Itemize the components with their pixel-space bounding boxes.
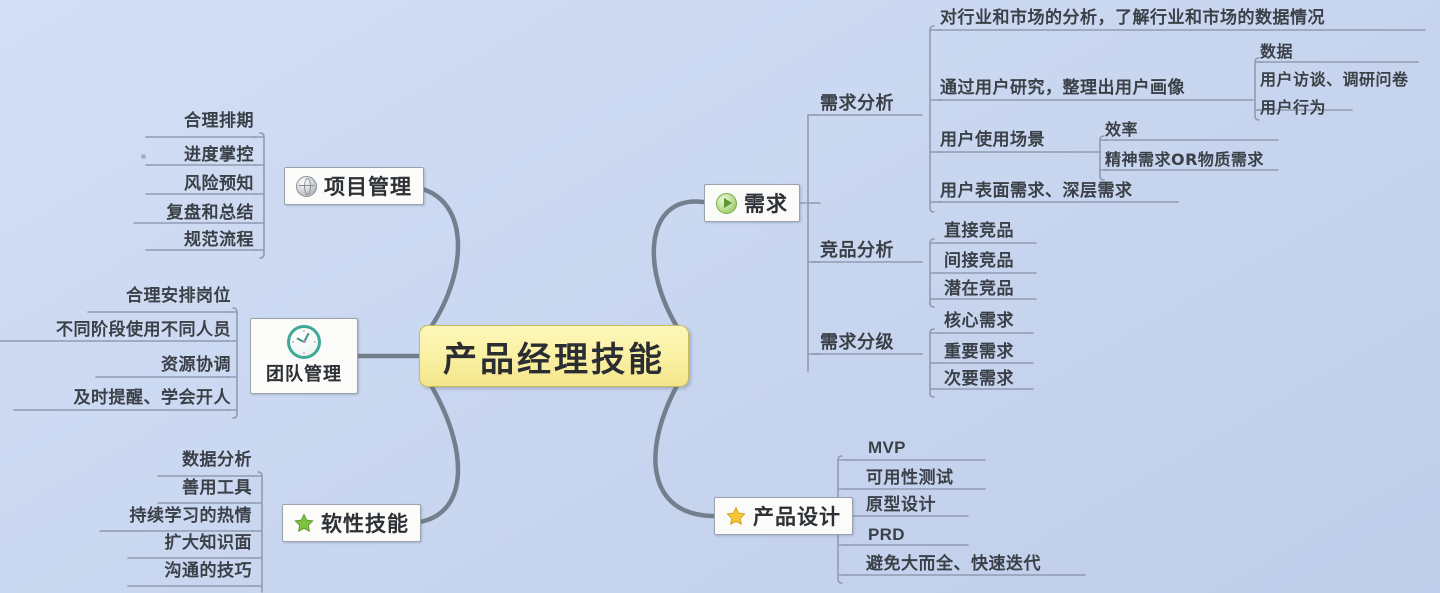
leaf-item[interactable]: 合理排期 (184, 111, 254, 131)
leaf-item[interactable]: 扩大知识面 (164, 533, 252, 553)
leaf-item[interactable]: 沟通的技巧 (164, 561, 252, 581)
leaf-item[interactable]: 效率 (1105, 120, 1139, 139)
leaf-item[interactable]: 用户访谈、调研问卷 (1260, 70, 1409, 89)
clock-icon (287, 324, 321, 359)
central-node-label: 产品经理技能 (443, 339, 665, 380)
leaf-item[interactable]: 核心需求 (944, 311, 1014, 331)
group-label-competitor-analysis[interactable]: 竞品分析 (820, 240, 894, 261)
branch-label-team-management: 团队管理 (266, 363, 342, 385)
leaf-item[interactable]: 通过用户研究，整理出用户画像 (940, 78, 1185, 98)
branch-node-requirements[interactable]: 需求 (704, 184, 800, 222)
leaf-item[interactable]: 间接竞品 (944, 251, 1014, 271)
leaf-item[interactable]: 避免大而全、快速迭代 (866, 554, 1041, 574)
branch-label-requirements: 需求 (744, 192, 788, 216)
leaf-item[interactable]: 次要需求 (944, 369, 1014, 389)
leaf-item[interactable]: 资源协调 (161, 355, 231, 375)
green-play-icon (716, 192, 737, 214)
branch-node-team-management[interactable]: 团队管理 (250, 318, 358, 394)
leaf-item[interactable]: 原型设计 (866, 495, 936, 515)
leaf-item[interactable]: 精神需求OR物质需求 (1105, 150, 1264, 169)
leaf-item[interactable]: 用户使用场景 (940, 130, 1045, 150)
branch-label-soft-skills: 软性技能 (321, 512, 409, 536)
leaf-item[interactable]: 合理安排岗位 (126, 286, 231, 306)
branch-node-product-design[interactable]: 产品设计 (714, 497, 853, 535)
leaf-item[interactable]: MVP (868, 438, 906, 457)
leaf-item[interactable]: 直接竞品 (944, 221, 1014, 241)
bullet-dot-icon (141, 154, 146, 159)
leaf-item[interactable]: 不同阶段使用不同人员 (56, 320, 231, 340)
leaf-item[interactable]: 对行业和市场的分析，了解行业和市场的数据情况 (940, 8, 1325, 28)
leaf-item[interactable]: 用户表面需求、深层需求 (940, 181, 1133, 201)
leaf-item[interactable]: 进度掌控 (184, 145, 254, 165)
branch-label-product-design: 产品设计 (753, 505, 841, 529)
green-star-icon (294, 513, 314, 533)
central-node[interactable]: 产品经理技能 (419, 325, 689, 387)
globe-icon (296, 175, 317, 197)
leaf-item[interactable]: 可用性测试 (866, 468, 954, 488)
leaf-item[interactable]: 重要需求 (944, 342, 1014, 362)
branch-label-project-management: 项目管理 (324, 175, 412, 199)
group-label-demand-analysis[interactable]: 需求分析 (820, 93, 894, 114)
leaf-item[interactable]: 用户行为 (1260, 98, 1327, 117)
leaf-item[interactable]: 复盘和总结 (166, 203, 254, 223)
leaf-item[interactable]: 风险预知 (184, 174, 254, 194)
branch-node-soft-skills[interactable]: 软性技能 (282, 504, 421, 542)
leaf-item[interactable]: 潜在竞品 (944, 279, 1014, 299)
branch-node-project-management[interactable]: 项目管理 (284, 167, 424, 205)
leaf-item[interactable]: 数据 (1260, 42, 1294, 61)
group-label-demand-grading[interactable]: 需求分级 (820, 332, 894, 353)
leaf-item[interactable]: 及时提醒、学会开人 (73, 388, 231, 408)
leaf-item[interactable]: 善用工具 (182, 478, 252, 498)
leaf-item[interactable]: 持续学习的热情 (129, 506, 252, 526)
yellow-star-icon (726, 506, 746, 526)
leaf-item[interactable]: 数据分析 (182, 450, 252, 470)
leaf-item[interactable]: 规范流程 (184, 230, 254, 250)
leaf-item[interactable]: PRD (868, 525, 905, 544)
